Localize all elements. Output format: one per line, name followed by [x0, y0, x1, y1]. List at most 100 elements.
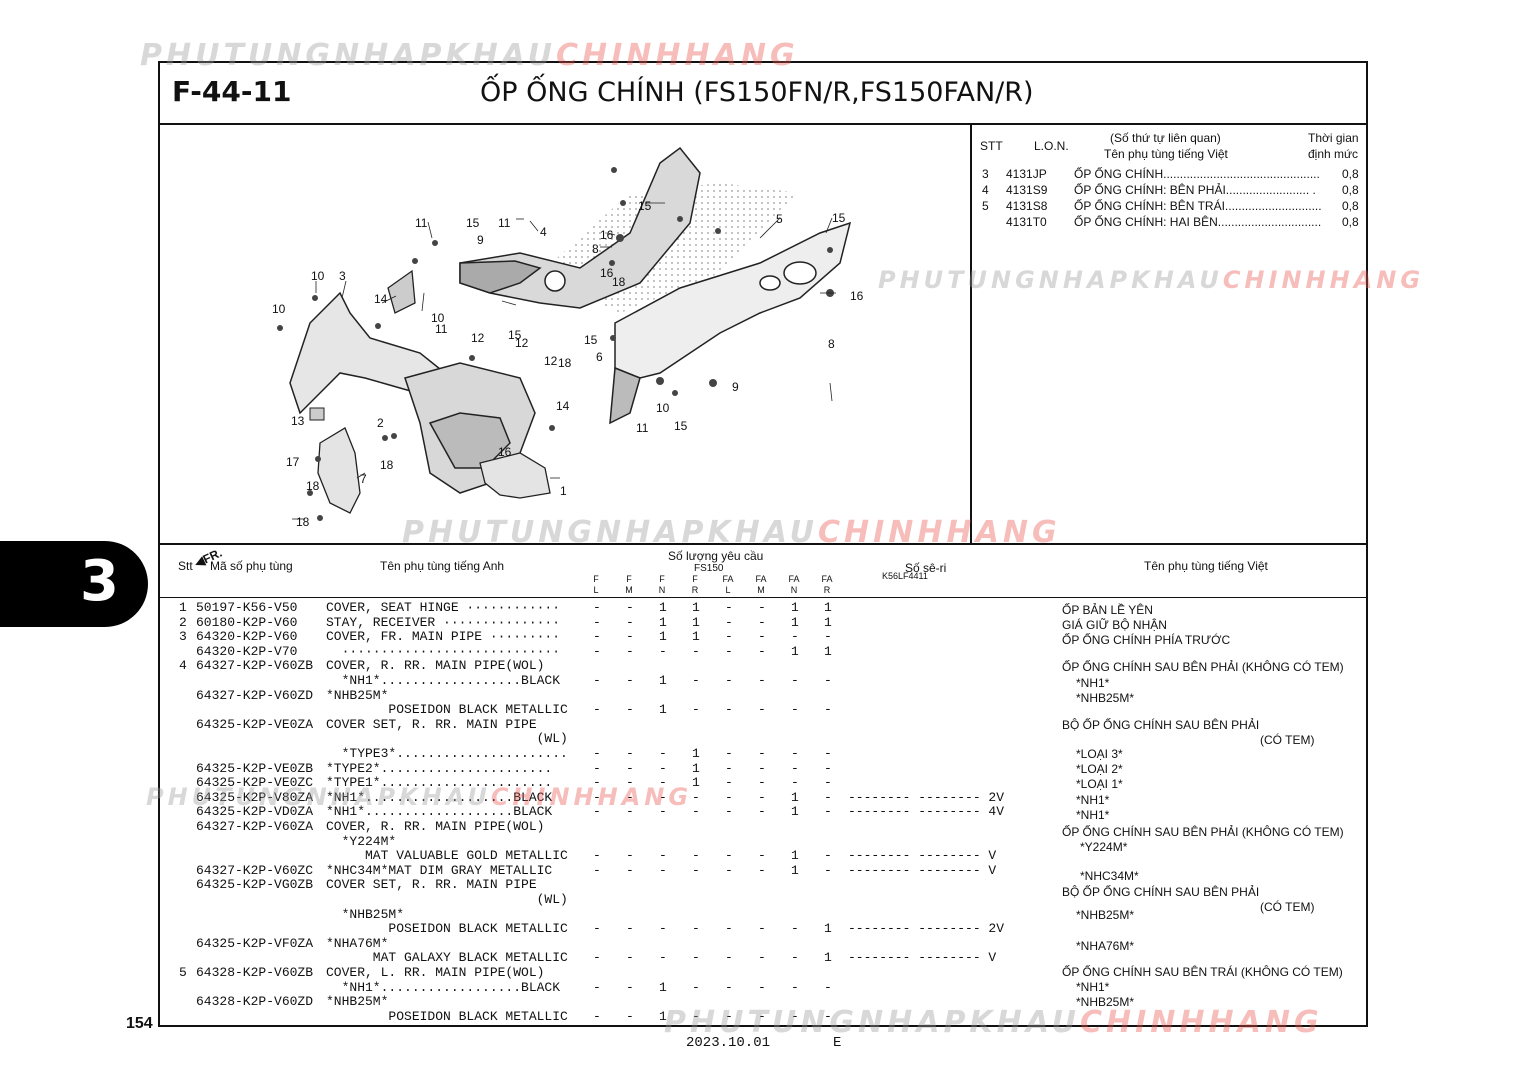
part-number: 64325-K2P-VE0ZC — [196, 775, 314, 791]
callout-3: 3 — [339, 269, 346, 283]
qty-value: - — [725, 629, 733, 645]
serial-range: -------- -------- 2V — [848, 789, 1005, 805]
part-name-en: COVER, SEAT HINGE ············ — [326, 600, 561, 615]
part-number: 64325-K2P-VF0ZA — [196, 935, 314, 951]
part-name-en: COVER, L. RR. MAIN PIPE(WOL) — [326, 965, 545, 980]
qty-value: - — [593, 600, 601, 615]
part-name-en: MAT VALUABLE GOLD METALLIC — [326, 848, 568, 864]
qty-value: - — [626, 629, 634, 645]
callout-1: 1 — [560, 484, 567, 498]
part-stt: 3 — [179, 629, 187, 645]
qty-value: - — [725, 979, 733, 995]
part-4-shape — [459, 146, 701, 309]
part-name-en: *NHA76M* — [326, 935, 389, 951]
callout-11: 11 — [498, 216, 511, 230]
qty-value: - — [593, 702, 601, 718]
serial-range: -------- -------- 2V — [848, 921, 1005, 937]
qty-value: - — [791, 760, 799, 776]
part-name-vn: ỐP BẢN LỀ YÊN — [1062, 603, 1153, 617]
summary-lon-header: L.O.N. — [1034, 139, 1069, 153]
qty-value: - — [725, 921, 733, 937]
qty-value: - — [692, 950, 700, 966]
part-name-en: *NH1*..................BLACK — [326, 979, 561, 995]
parts-row: 64327-K2P-V60ZC*NHC34M*MAT DIM GRAY META… — [160, 862, 1366, 879]
callout-12: 12 — [544, 354, 558, 368]
summary-lon: 4131S9 — [1006, 183, 1048, 197]
qty-value: - — [824, 673, 832, 688]
callout-5: 5 — [776, 212, 783, 226]
qty-value: - — [824, 1008, 832, 1024]
summary-lon: 4131JP — [1006, 167, 1047, 181]
qty-value: - — [626, 789, 634, 805]
qty-value: - — [791, 746, 799, 761]
callout-10: 10 — [311, 269, 325, 283]
parts-row: *NHB25M* — [160, 907, 1366, 923]
qty-value: - — [725, 702, 733, 718]
part-number: 64327-K2P-V60ZB — [196, 658, 314, 674]
qty-value: - — [758, 629, 766, 645]
part-number: 64327-K2P-V60ZC — [196, 862, 314, 878]
qty-value: - — [593, 614, 601, 630]
qty-value: - — [659, 921, 667, 937]
summary-time: 0,8 — [1342, 183, 1359, 197]
qty-value: - — [725, 862, 733, 878]
qty-value: - — [791, 979, 799, 995]
callout-10: 10 — [431, 311, 445, 325]
qty-value: - — [626, 673, 634, 688]
qty-value: - — [659, 643, 667, 659]
serial-range: -------- -------- V — [848, 950, 997, 966]
parts-row: 64325-K2P-VD0ZA*NH1*...................B… — [160, 805, 1366, 820]
summary-name: ỐP ỐNG CHÍNH: BÊN TRÁI..................… — [1074, 199, 1322, 213]
parts-table-header: Stt Mã số phụ tùng Tên phụ tùng tiếng An… — [160, 545, 1366, 598]
part-name-en: *Y224M* — [326, 833, 397, 849]
page-number: 154 — [126, 1015, 153, 1032]
qty-value: - — [692, 804, 700, 820]
figure-code: F-44-11 — [172, 75, 292, 108]
qty-value: - — [692, 979, 700, 995]
qty-value: - — [758, 673, 766, 688]
qty-value: - — [758, 1008, 766, 1024]
summary-lon: 4131T0 — [1006, 215, 1047, 229]
qty-value: 1 — [791, 643, 799, 659]
part-name-en: *TYPE1*...................... — [326, 775, 553, 791]
qty-value: - — [725, 600, 733, 615]
part-name-en: *NH1*...................BLACK — [326, 804, 553, 820]
summary-stt: 5 — [982, 199, 989, 213]
qty-value: - — [725, 746, 733, 761]
part-stt: 4 — [179, 658, 187, 674]
callout-14: 14 — [374, 292, 388, 306]
callout-10: 10 — [272, 302, 286, 316]
qty-value: - — [659, 746, 667, 761]
qty-value: - — [626, 775, 634, 791]
part-name-vn: BỘ ỐP ỐNG CHÍNH SAU BÊN PHẢI — [1062, 885, 1260, 899]
part-1-shape — [479, 452, 551, 499]
part-name-vn: (CÓ TEM) — [1260, 900, 1315, 914]
qty-value: - — [725, 1008, 733, 1024]
qty-value: - — [626, 804, 634, 820]
qty-value: - — [758, 862, 766, 878]
part-name-vn: *LOẠI 3* — [1076, 747, 1123, 761]
qty-value: 1 — [659, 673, 667, 688]
part-name-en: POSEIDON BLACK METALLIC — [326, 1008, 568, 1024]
summary-time-header: Thời gian — [1308, 131, 1359, 145]
part-name-en: COVER, R. RR. MAIN PIPE(WOL) — [326, 819, 545, 834]
callout-11: 11 — [636, 421, 649, 435]
qty-value: - — [593, 921, 601, 937]
summary-time: 0,8 — [1342, 167, 1359, 181]
qty-value: - — [626, 702, 634, 718]
part-name-vn: *NH1* — [1076, 980, 1110, 994]
qty-value: 1 — [824, 600, 832, 615]
qty-value: - — [758, 775, 766, 791]
parts-row: 64320-K2P-V70 ··························… — [160, 643, 1366, 660]
part-name-vn: ỐP ỐNG CHÍNH SAU BÊN PHẢI (KHÔNG CÓ TEM) — [1062, 825, 1344, 839]
serial-range: -------- -------- 4V — [848, 804, 1005, 820]
qty-value: - — [593, 848, 601, 864]
qty-value: - — [758, 614, 766, 630]
qty-value: - — [692, 921, 700, 937]
